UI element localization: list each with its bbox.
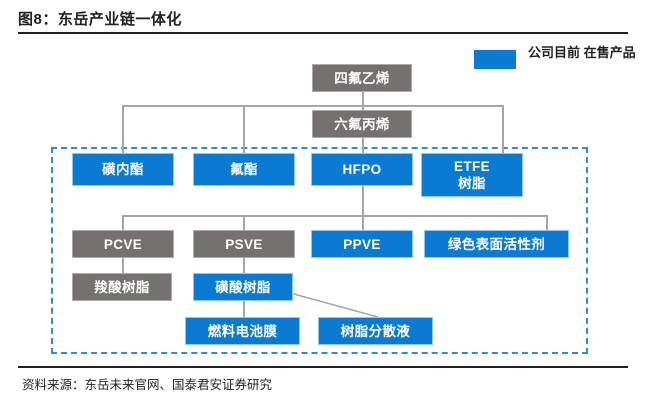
connector-pcve-to-carboxyl <box>122 258 124 273</box>
connector-bus-drop-etfe <box>502 105 504 153</box>
node-label: HFPO <box>342 162 382 177</box>
node-pcve[interactable]: PCVE <box>72 230 174 258</box>
connector-bus-drop-psve <box>243 215 245 231</box>
node-ppve[interactable]: PPVE <box>311 230 413 258</box>
title-divider <box>18 32 628 34</box>
connector-tfe-bus <box>122 105 503 107</box>
product-group-outline <box>51 147 588 354</box>
connector-bus-drop-green <box>546 215 548 231</box>
node-label: 四氟乙烯 <box>334 70 390 86</box>
connector-bus-drop-ppve <box>362 215 364 231</box>
node-green-surfactant[interactable]: 绿色表面活性剂 <box>424 230 569 258</box>
node-label: 氟酯 <box>230 162 258 177</box>
node-sultone[interactable]: 磺内酯 <box>72 153 174 186</box>
connector-sulfonic-to-fuelcell <box>243 301 245 317</box>
source-note: 资料来源：东岳未来官网、国泰君安证券研究 <box>22 378 273 392</box>
node-hexafluoropropylene[interactable]: 六氟丙烯 <box>312 110 412 138</box>
legend-color-swatch <box>474 50 516 69</box>
node-sulfonic-resin[interactable]: 磺酸树脂 <box>193 273 293 301</box>
node-fuel-cell-membrane[interactable]: 燃料电池膜 <box>185 317 300 345</box>
source-divider <box>18 366 628 368</box>
connector-hfp-to-hfpo <box>362 138 364 153</box>
node-label: 磺酸树脂 <box>215 279 271 295</box>
node-etfe-resin[interactable]: ETFE 树脂 <box>421 153 523 197</box>
node-label: 磺内酯 <box>102 162 144 177</box>
node-label: ETFE 树脂 <box>453 159 491 191</box>
node-label: 六氟丙烯 <box>334 116 390 132</box>
node-fluoroester[interactable]: 氟酯 <box>193 153 295 186</box>
connector-bus-drop-pcve <box>122 215 124 231</box>
node-label: PPVE <box>343 236 381 252</box>
node-resin-dispersion[interactable]: 树脂分散液 <box>318 317 433 345</box>
connector-bus-drop-sultone <box>122 105 124 153</box>
node-label: PCVE <box>103 236 143 252</box>
node-hfpo[interactable]: HFPO <box>311 153 413 186</box>
legend-label: 公司目前 在售产品 <box>528 45 636 60</box>
node-label: 羧酸树脂 <box>94 279 150 295</box>
node-tetrafluoroethylene[interactable]: 四氟乙烯 <box>312 64 412 92</box>
connector-tfe-to-hfp <box>362 92 364 114</box>
connector-hfpo-down <box>362 186 364 215</box>
page-title: 图8：东岳产业链一体化 <box>18 11 182 28</box>
connector-bus-drop-fluoroester <box>243 105 245 153</box>
node-label: PSVE <box>225 236 263 252</box>
node-psve[interactable]: PSVE <box>193 230 295 258</box>
node-carboxylic-resin[interactable]: 羧酸树脂 <box>72 273 172 301</box>
node-label: 燃料电池膜 <box>207 323 278 339</box>
node-label: 树脂分散液 <box>340 323 411 339</box>
connector-psve-to-sulfonic <box>243 258 245 273</box>
node-label: 绿色表面活性剂 <box>447 236 546 252</box>
connector-hfpo-bus <box>122 215 546 217</box>
